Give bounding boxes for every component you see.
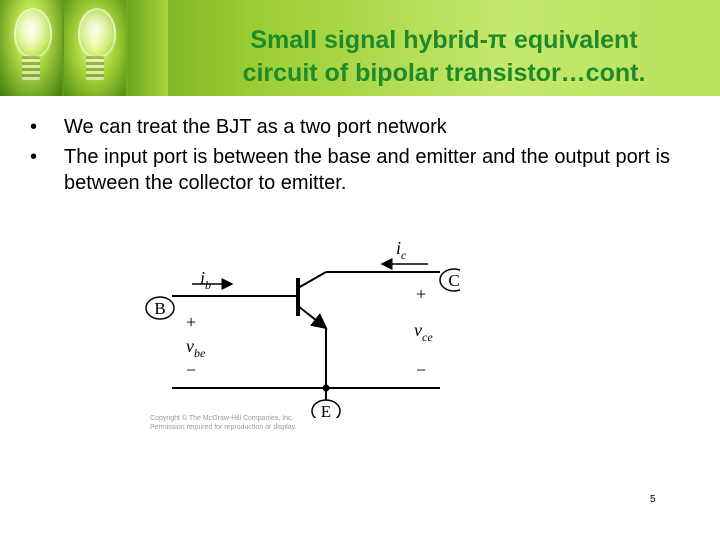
slide-title-line-2: circuit of bipolar transistor…cont. (242, 59, 646, 87)
slide-title: Small signal hybrid-π equivalent circuit… (168, 24, 720, 90)
bullet-text: The input port is between the base and e… (64, 146, 670, 194)
collector-terminal-label: C (448, 271, 459, 290)
copyright-line-2: Permission required for reproduction or … (150, 424, 297, 431)
page-number: 5 (650, 494, 656, 505)
bullet-marker: • (30, 116, 38, 138)
collector-terminal (439, 268, 460, 292)
collector-lead (297, 271, 327, 289)
bjt-two-port-diagram: B C E ib ic + vbe − + vce − (145, 238, 460, 418)
base-terminal-label: B (154, 299, 165, 318)
copyright-notice: Copyright © The McGraw-Hill Companies, I… (150, 414, 320, 432)
emitter-terminal-label: E (321, 402, 331, 418)
vbe-plus-sign: + (186, 312, 196, 332)
slide-title-line-1: Small signal hybrid-π equivalent (250, 26, 638, 54)
bullet-marker: • (30, 146, 38, 168)
bullet-list: • We can treat the BJT as a two port net… (30, 114, 690, 200)
copyright-line-1: Copyright © The McGraw-Hill Companies, I… (150, 415, 294, 422)
emitter-terminal (311, 399, 341, 418)
lightbulb-base (22, 56, 40, 80)
lightbulb-icon (14, 8, 52, 58)
vce-plus-sign: + (416, 284, 426, 304)
base-current-label: ib (200, 268, 211, 292)
emitter-lead-arrow (297, 305, 328, 330)
lightbulb-image-1 (0, 0, 62, 96)
vce-label: vce (414, 320, 433, 344)
vce-minus-sign: − (416, 360, 426, 380)
lightbulb-icon (78, 8, 116, 58)
lightbulb-image-2 (64, 0, 126, 96)
bullet-item: • The input port is between the base and… (30, 144, 690, 196)
bullet-text: We can treat the BJT as a two port netwo… (64, 116, 447, 138)
collector-current-label: ic (396, 238, 407, 262)
vbe-minus-sign: − (186, 360, 196, 380)
bullet-item: • We can treat the BJT as a two port net… (30, 114, 690, 140)
header-band (0, 0, 720, 96)
header-image-strip (128, 0, 168, 96)
base-terminal (145, 296, 175, 320)
lightbulb-base (86, 56, 104, 80)
vbe-label: vbe (186, 336, 206, 360)
